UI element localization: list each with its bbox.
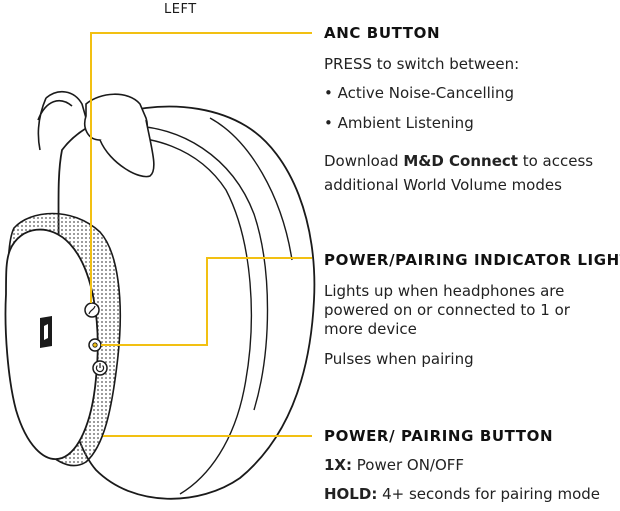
- brand-logo-icon: [40, 316, 52, 348]
- indicator-pulse: Pulses when pairing: [324, 350, 474, 368]
- power-press-line: 1X: Power ON/OFF: [324, 456, 464, 475]
- indicator-line-1: Lights up when headphones are: [324, 282, 565, 300]
- indicator-line-3: more device: [324, 320, 417, 338]
- anc-bullet-2: • Ambient Listening: [324, 114, 474, 132]
- download-prefix: Download: [324, 152, 404, 170]
- slider-joint: [99, 119, 155, 178]
- hold-key: HOLD:: [324, 485, 378, 503]
- leader-lines: [90, 32, 312, 437]
- press-text: Power ON/OFF: [352, 456, 465, 474]
- hold-text: 4+ seconds for pairing mode: [377, 485, 600, 503]
- anc-button-icon[interactable]: [84, 302, 100, 318]
- anc-download-line: Download M&D Connect to access: [324, 152, 593, 171]
- indicator-light-icon: [88, 338, 102, 352]
- cushion-seams: [97, 117, 293, 495]
- anc-title: ANC BUTTON: [324, 24, 441, 42]
- anc-download-line-2: additional World Volume modes: [324, 176, 562, 194]
- indicator-title: POWER/PAIRING INDICATOR LIGHT: [324, 251, 620, 269]
- power-title: POWER/ PAIRING BUTTON: [324, 427, 554, 445]
- app-name: M&D Connect: [403, 152, 518, 170]
- power-icon[interactable]: [92, 360, 108, 376]
- side-label: LEFT: [164, 2, 197, 17]
- press-key: 1X:: [324, 456, 353, 474]
- anc-press-line: PRESS to switch between:: [324, 55, 520, 73]
- download-suffix: to access: [517, 152, 594, 170]
- headband: [37, 91, 91, 151]
- indicator-line-2: powered on or connected to 1 or: [324, 301, 570, 319]
- anc-bullet-1: • Active Noise-Cancelling: [324, 84, 514, 102]
- power-hold-line: HOLD: 4+ seconds for pairing mode: [324, 485, 600, 504]
